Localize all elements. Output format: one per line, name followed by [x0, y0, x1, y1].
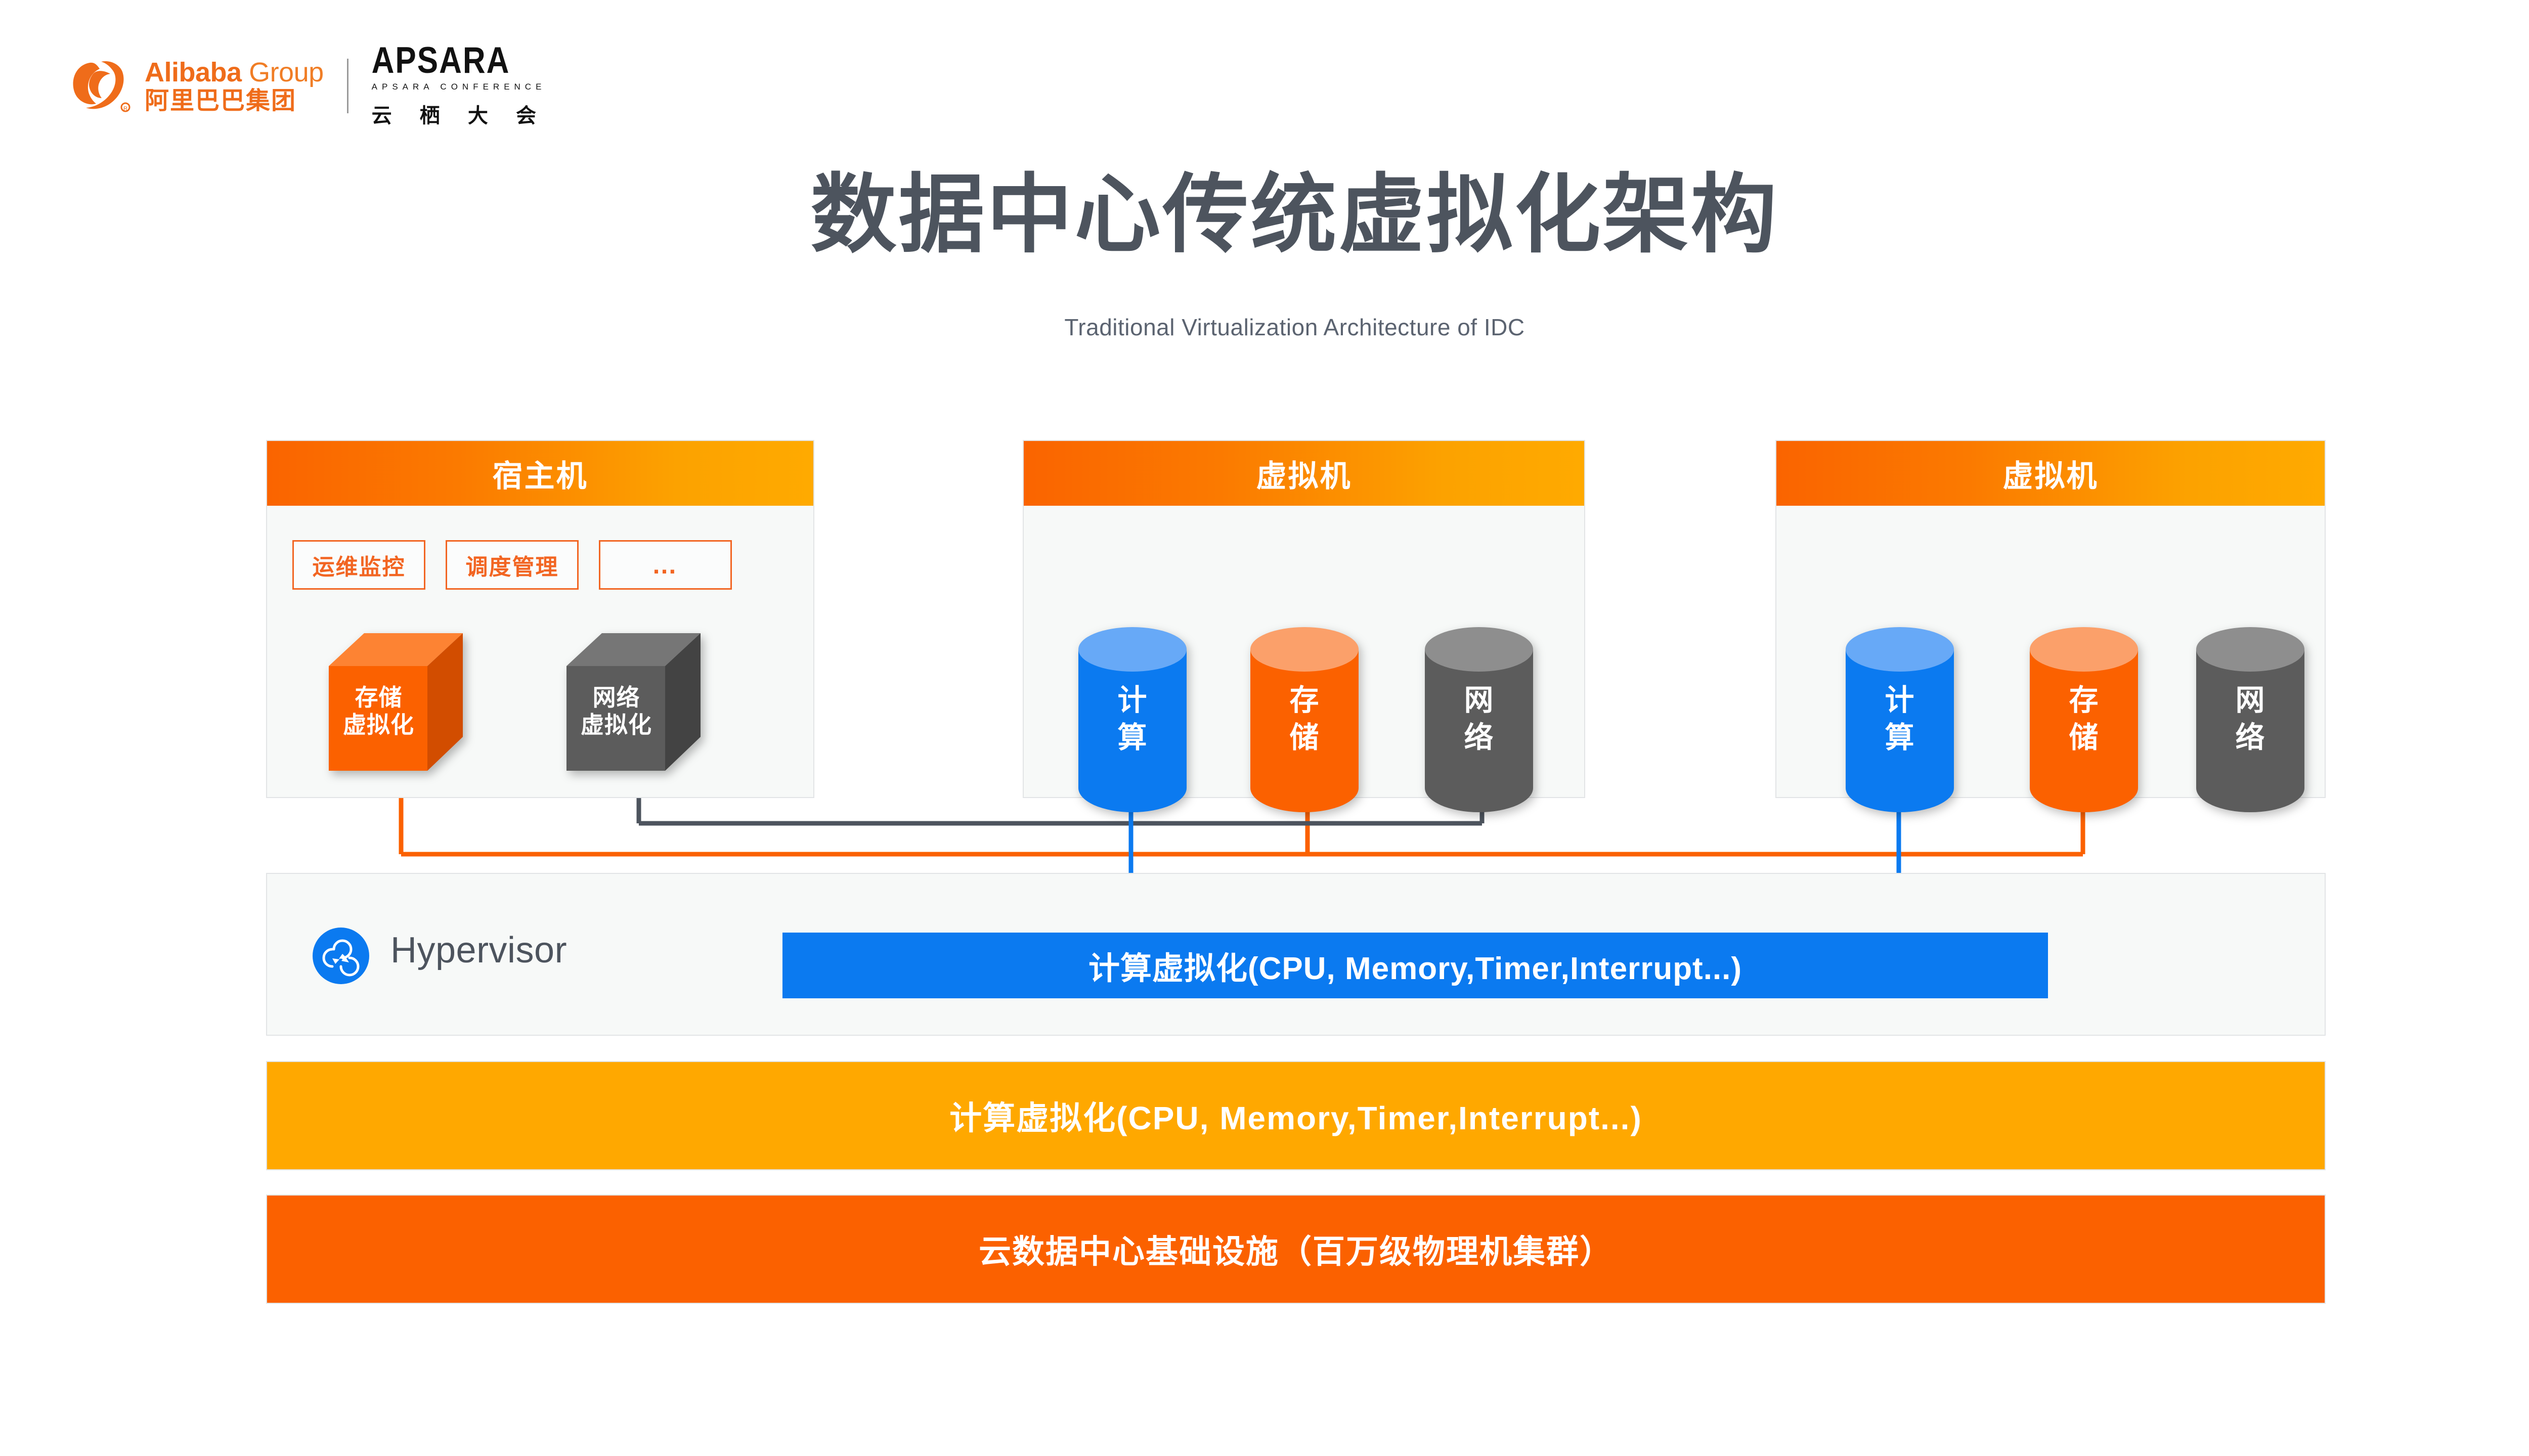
- host-panel: 宿主机 运维监控 调度管理 … 存储 虚拟化 网络: [266, 440, 814, 798]
- sync-circles-icon: [313, 928, 369, 984]
- brand-header: R Alibaba Group 阿里巴巴集团 APSARA APSARA CON…: [71, 42, 607, 127]
- cylinder-shape-icon: [1846, 627, 1954, 812]
- vm-panel-2: 虚拟机 计 算 存 储: [1775, 440, 2326, 812]
- page-title: 数据中心传统虚拟化架构: [810, 167, 1779, 263]
- cyl-label-line1: 计: [1117, 684, 1148, 717]
- cylinder-vm1-storage-label: 存 储: [1246, 682, 1363, 757]
- cube-network-virtualization[interactable]: 网络 虚拟化: [561, 628, 722, 780]
- cube-storage-label: 存储 虚拟化: [327, 684, 430, 739]
- vm2-panel-header: 虚拟机: [1776, 441, 2325, 506]
- cylinder-shape-icon: [1078, 627, 1187, 812]
- alibaba-en-bold: Alibaba: [145, 57, 242, 87]
- cloud-idc-infrastructure-bar: 云数据中心基础设施（百万级物理机集群）: [266, 1195, 2326, 1304]
- alibaba-cn-wordmark: 阿里巴巴集团: [145, 87, 297, 114]
- cylinder-vm1-compute-label: 计 算: [1074, 682, 1191, 757]
- host-panel-body: 运维监控 调度管理 … 存储 虚拟化 网络 虚拟化: [267, 506, 813, 798]
- cyl-label-line2: 算: [1885, 721, 1915, 755]
- cyl-label-line1: 存: [1289, 684, 1320, 717]
- apsara-wordmark: APSARA: [371, 39, 510, 81]
- tag-more[interactable]: …: [599, 540, 732, 590]
- cylinder-vm1-compute[interactable]: 计 算: [1074, 625, 1191, 812]
- cyl-label-line2: 储: [1289, 721, 1320, 755]
- apsara-cn-wordmark: 云 栖 大 会: [371, 105, 547, 127]
- hypervisor-panel: Hypervisor 计算虚拟化(CPU, Memory,Timer,Inter…: [266, 873, 2326, 1036]
- vm2-panel-body: 计 算 存 储 网 络: [1776, 506, 2325, 812]
- cube-storage-label-line2: 虚拟化: [343, 712, 414, 738]
- cyl-label-line1: 计: [1885, 684, 1915, 717]
- cyl-label-line2: 络: [1464, 721, 1494, 755]
- cylinder-vm1-network-label: 网 络: [1421, 682, 1537, 757]
- cylinder-vm2-storage[interactable]: 存 储: [2026, 625, 2142, 812]
- tag-schedule-management[interactable]: 调度管理: [446, 540, 579, 590]
- cyl-label-line2: 算: [1117, 721, 1148, 755]
- cylinder-shape-icon: [1250, 627, 1359, 812]
- alibaba-wordmark: Alibaba Group: [145, 59, 324, 86]
- cube-network-label-line1: 网络: [592, 684, 640, 711]
- cube-network-label-line2: 虚拟化: [581, 712, 652, 738]
- host-panel-header: 宿主机: [267, 441, 813, 506]
- cyl-label-line2: 络: [2235, 721, 2265, 755]
- cyl-label-line1: 网: [1464, 684, 1494, 717]
- cylinder-vm2-compute[interactable]: 计 算: [1842, 625, 1958, 812]
- vm1-panel-body: 计 算 存 储 网 络: [1024, 506, 1584, 812]
- cylinder-shape-icon: [2030, 627, 2138, 812]
- cube-shape-icon: [566, 633, 701, 771]
- alibaba-mark-icon: R: [73, 61, 130, 112]
- cylinder-shape-icon: [2196, 627, 2304, 812]
- cylinder-vm2-network-label: 网 络: [2192, 682, 2308, 757]
- cube-shape-icon: [329, 633, 463, 771]
- tag-ops-monitoring[interactable]: 运维监控: [292, 540, 425, 590]
- cylinder-vm2-storage-label: 存 储: [2026, 682, 2142, 757]
- alibaba-en-light: Group: [249, 57, 324, 87]
- page-subtitle: Traditional Virtualization Architecture …: [1064, 314, 1525, 340]
- cube-storage-virtualization[interactable]: 存储 虚拟化: [324, 628, 485, 780]
- compute-virtualization-layer-bar: 计算虚拟化(CPU, Memory,Timer,Interrupt...): [266, 1061, 2326, 1170]
- vm1-panel-header: 虚拟机: [1024, 441, 1584, 506]
- cylinder-vm1-network[interactable]: 网 络: [1421, 625, 1537, 812]
- logo-divider: [346, 59, 348, 113]
- svg-text:R: R: [123, 106, 127, 112]
- cube-network-label: 网络 虚拟化: [564, 684, 668, 739]
- alibaba-group-logo: R Alibaba Group 阿里巴巴集团: [71, 58, 324, 114]
- hypervisor-label: Hypervisor: [390, 930, 568, 970]
- cyl-label-line2: 储: [2069, 721, 2099, 755]
- cylinder-vm2-network[interactable]: 网 络: [2192, 625, 2308, 812]
- cyl-label-line1: 存: [2069, 684, 2099, 717]
- cube-storage-label-line1: 存储: [355, 684, 403, 711]
- cylinder-shape-icon: [1425, 627, 1533, 812]
- compute-virtualization-bar: 计算虚拟化(CPU, Memory,Timer,Interrupt...): [782, 933, 2048, 998]
- cyl-label-line1: 网: [2235, 684, 2265, 717]
- cylinder-vm1-storage[interactable]: 存 储: [1246, 625, 1363, 812]
- cylinder-vm2-compute-label: 计 算: [1842, 682, 1958, 757]
- host-tag-row: 运维监控 调度管理 …: [292, 540, 732, 590]
- apsara-subtitle: APSARA CONFERENCE: [371, 82, 546, 92]
- vm-panel-1: 虚拟机 计 算 存 储: [1023, 440, 1585, 812]
- apsara-conference-logo: APSARA APSARA CONFERENCE 云 栖 大 会: [371, 39, 547, 129]
